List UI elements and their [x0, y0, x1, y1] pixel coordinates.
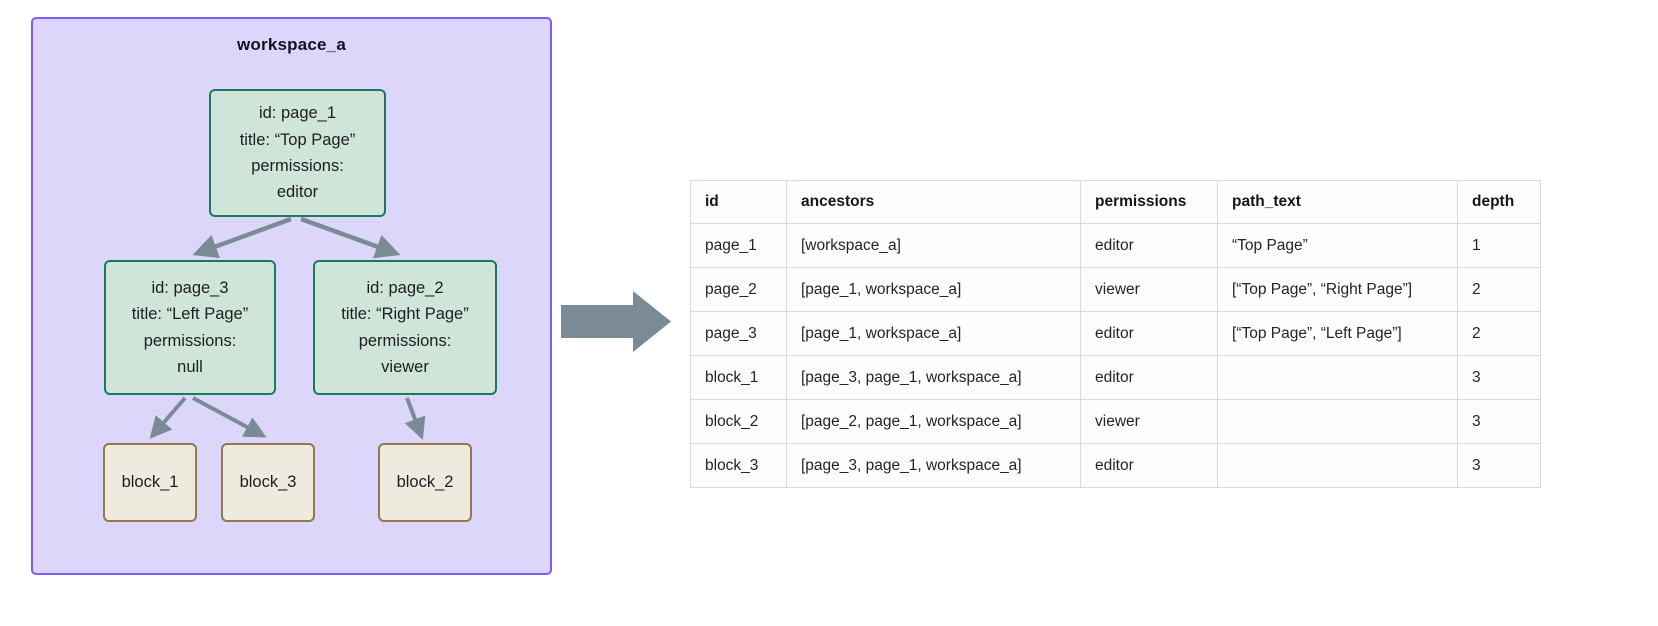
node-page-1-permissions-value: editor — [276, 183, 319, 202]
cell-depth: 3 — [1457, 443, 1541, 488]
node-page-3-title: title: “Left Page” — [131, 305, 249, 324]
cell-path-text — [1217, 399, 1458, 444]
node-block-3[interactable]: block_3 — [221, 443, 315, 522]
table-row: block_1 [page_3, page_1, workspace_a] ed… — [690, 355, 1541, 400]
cell-path-text: [“Top Page”, “Left Page”] — [1217, 311, 1458, 356]
cell-path-text: [“Top Page”, “Right Page”] — [1217, 267, 1458, 312]
cell-ancestors: [workspace_a] — [786, 223, 1081, 268]
table-row: page_1 [workspace_a] editor “Top Page” 1 — [690, 223, 1541, 268]
workspace-container: workspace_a id: page_1 title: “Top Page”… — [31, 17, 552, 575]
cell-id: block_3 — [690, 443, 787, 488]
node-block-3-label: block_3 — [239, 473, 297, 491]
cell-id: page_2 — [690, 267, 787, 312]
cell-ancestors: [page_1, workspace_a] — [786, 311, 1081, 356]
column-header-ancestors[interactable]: ancestors — [786, 180, 1081, 224]
cell-ancestors: [page_1, workspace_a] — [786, 267, 1081, 312]
node-block-2-label: block_2 — [396, 473, 454, 491]
workspace-title: workspace_a — [237, 35, 346, 54]
cell-depth: 3 — [1457, 399, 1541, 444]
cell-permissions: viewer — [1080, 399, 1218, 444]
result-table-container: id ancestors permissions path_text depth… — [690, 180, 1541, 488]
node-page-2-id: id: page_2 — [366, 278, 444, 297]
cell-path-text: “Top Page” — [1217, 223, 1458, 268]
node-page-2-permissions-label: permissions: — [358, 331, 452, 350]
cell-ancestors: [page_3, page_1, workspace_a] — [786, 443, 1081, 488]
node-page-2-permissions-value: viewer — [381, 357, 429, 376]
edge-page1-page2 — [300, 216, 401, 259]
cell-ancestors: [page_3, page_1, workspace_a] — [786, 355, 1081, 400]
cell-path-text — [1217, 355, 1458, 400]
node-page-2-title: title: “Right Page” — [341, 305, 469, 324]
cell-depth: 1 — [1457, 223, 1541, 268]
edge-page3-block1 — [149, 396, 187, 439]
node-page-3-permissions-label: permissions: — [143, 331, 237, 350]
cell-id: block_2 — [690, 399, 787, 444]
cell-permissions: editor — [1080, 443, 1218, 488]
cell-permissions: viewer — [1080, 267, 1218, 312]
node-page-3[interactable]: id: page_3 title: “Left Page” permission… — [104, 260, 276, 395]
column-header-path-text[interactable]: path_text — [1217, 180, 1458, 224]
cell-permissions: editor — [1080, 355, 1218, 400]
cell-permissions: editor — [1080, 311, 1218, 356]
node-block-1[interactable]: block_1 — [103, 443, 197, 522]
cell-depth: 3 — [1457, 355, 1541, 400]
table-row: page_2 [page_1, workspace_a] viewer [“To… — [690, 267, 1541, 312]
column-header-permissions[interactable]: permissions — [1080, 180, 1218, 224]
cell-id: block_1 — [690, 355, 787, 400]
table-row: page_3 [page_1, workspace_a] editor [“To… — [690, 311, 1541, 356]
result-table: id ancestors permissions path_text depth… — [690, 180, 1541, 488]
node-page-1-permissions-label: permissions: — [251, 157, 344, 175]
edge-page2-block2 — [404, 397, 426, 440]
node-page-2[interactable]: id: page_2 title: “Right Page” permissio… — [313, 260, 497, 395]
cell-id: page_1 — [690, 223, 787, 268]
node-page-3-id: id: page_3 — [151, 278, 229, 297]
cell-id: page_3 — [690, 311, 787, 356]
node-page-1[interactable]: id: page_1 title: “Top Page” permissions… — [209, 89, 386, 217]
edge-page3-block3 — [192, 396, 267, 438]
table-header-row: id ancestors permissions path_text depth — [690, 180, 1541, 224]
cell-ancestors: [page_2, page_1, workspace_a] — [786, 399, 1081, 444]
cell-depth: 2 — [1457, 311, 1541, 356]
node-page-3-permissions-value: null — [177, 357, 203, 376]
transition-arrow-icon — [561, 291, 671, 352]
edge-page1-page3 — [192, 216, 292, 259]
cell-path-text — [1217, 443, 1458, 488]
table-row: block_2 [page_2, page_1, workspace_a] vi… — [690, 399, 1541, 444]
column-header-id[interactable]: id — [690, 180, 787, 224]
node-page-1-title: title: “Top Page” — [239, 130, 356, 149]
table-row: block_3 [page_3, page_1, workspace_a] ed… — [690, 443, 1541, 488]
node-block-1-label: block_1 — [121, 473, 179, 491]
node-block-2[interactable]: block_2 — [378, 443, 472, 522]
node-page-1-id: id: page_1 — [258, 104, 337, 123]
cell-depth: 2 — [1457, 267, 1541, 312]
cell-permissions: editor — [1080, 223, 1218, 268]
column-header-depth[interactable]: depth — [1457, 180, 1541, 224]
